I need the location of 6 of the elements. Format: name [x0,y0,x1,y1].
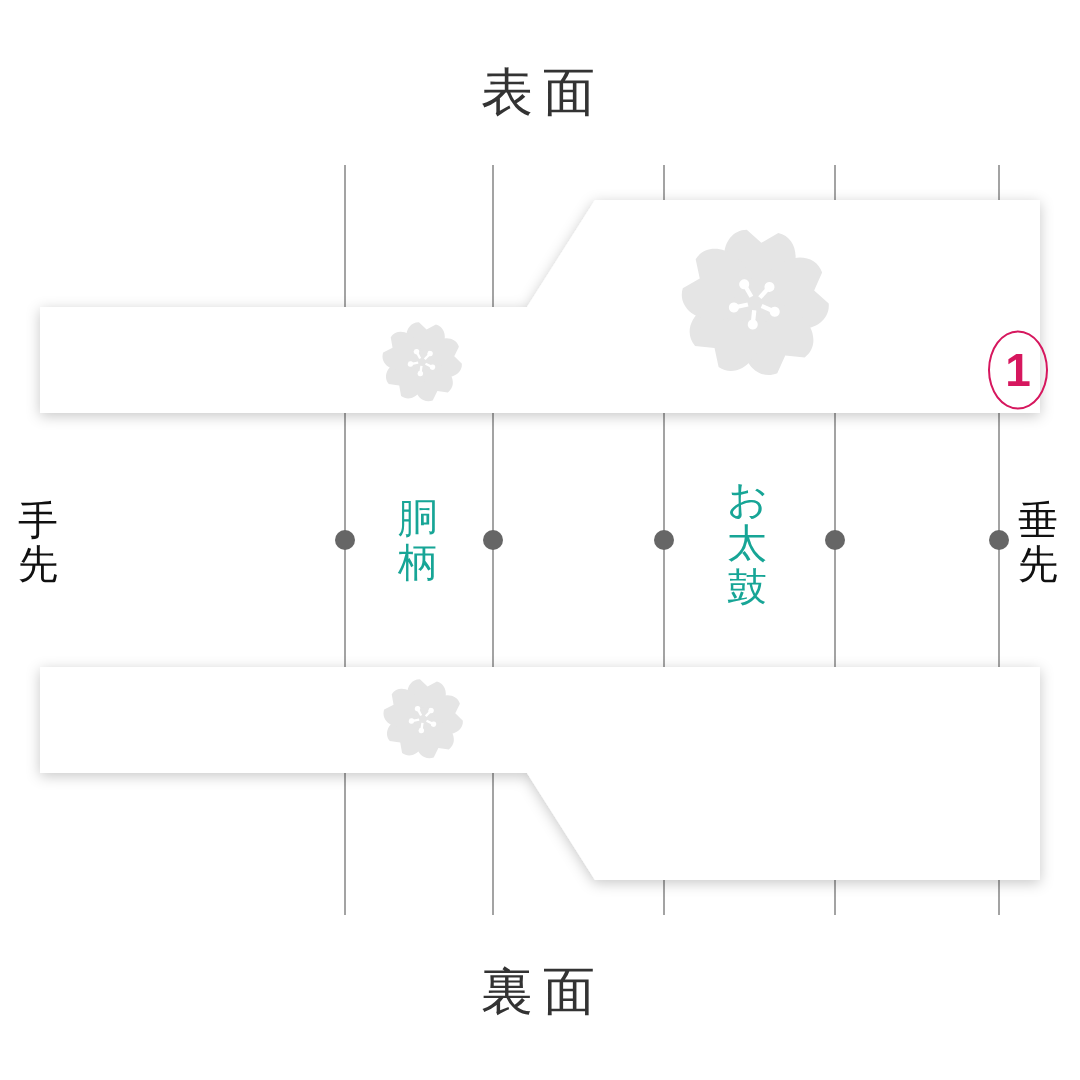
section-heading: 表面 [480,63,605,123]
section-heading: 裏面 [480,962,605,1022]
end-label: 垂先 [1018,499,1058,587]
part-label: 胴柄 [398,497,438,585]
part-label: お太鼓 [727,478,767,610]
end-label: 手先 [18,499,58,587]
